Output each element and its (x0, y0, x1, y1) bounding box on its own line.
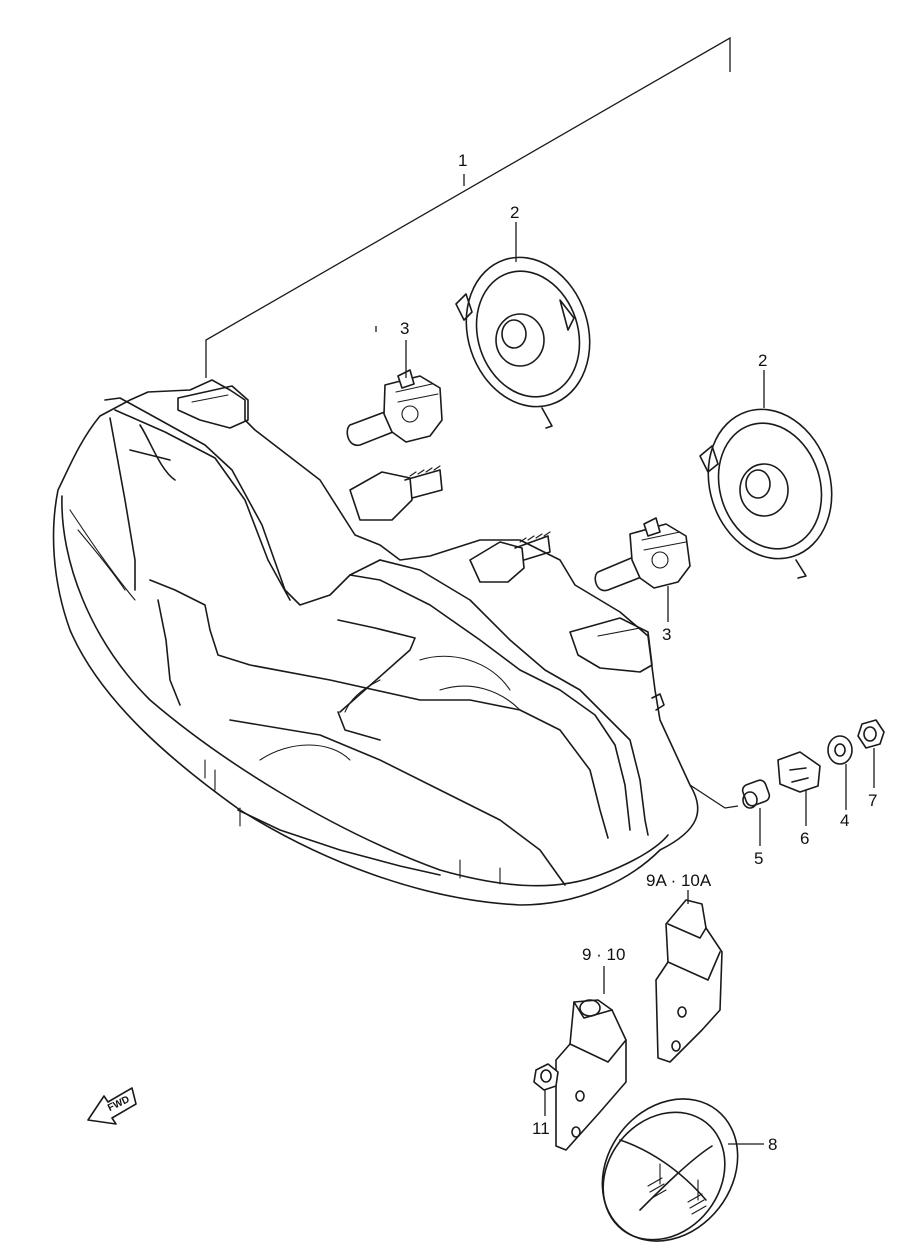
bracket-9-10 (555, 999, 627, 1151)
callout-2-lower: 2 (758, 351, 767, 370)
callout-3-upper: 3 (400, 319, 409, 338)
leader-part-1 (205, 36, 731, 378)
nut-part-7 (857, 719, 885, 749)
dust-cover-upper (455, 256, 591, 429)
callout-8: 8 (768, 1135, 777, 1154)
washer-part-4 (827, 735, 853, 765)
callout-9a-10a: 9A · 10A (646, 871, 712, 890)
callout-1: 1 (458, 151, 467, 170)
callout-labels: 1 2 2 3 3 4 5 6 7 8 9 · 10 9A · 10A 11 (400, 151, 877, 1154)
cap-part-8 (601, 1098, 739, 1242)
bulb-upper (346, 369, 443, 447)
grommet-part-6 (777, 751, 821, 793)
callout-6: 6 (800, 829, 809, 848)
headlamp-housing (52, 379, 739, 906)
callout-7: 7 (868, 791, 877, 810)
callout-3-lower: 3 (662, 625, 671, 644)
bulb-lower (594, 517, 691, 592)
fwd-arrow: FWD (87, 1087, 137, 1125)
callout-4: 4 (840, 811, 849, 830)
callout-11: 11 (532, 1119, 550, 1138)
callout-2-upper: 2 (510, 203, 519, 222)
callout-leaders (375, 174, 875, 1145)
dust-cover-lower (699, 408, 833, 579)
callout-5: 5 (754, 849, 763, 868)
callout-9-10: 9 · 10 (582, 945, 625, 964)
collar-part-5 (741, 779, 771, 809)
nut-part-11 (533, 1063, 559, 1091)
bracket-9a-10a (655, 899, 723, 1063)
